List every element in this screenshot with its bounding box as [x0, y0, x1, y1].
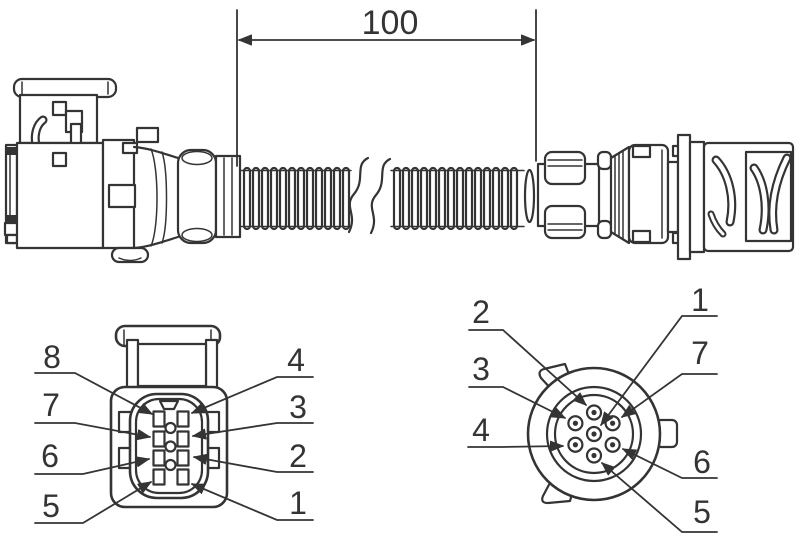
- dimension-label: 100: [362, 4, 419, 42]
- pin-label-5: 5: [693, 494, 711, 530]
- mounting-flange: [676, 133, 692, 261]
- pin-label-7: 7: [691, 335, 709, 371]
- left-connector-side-view: [3, 77, 242, 264]
- break-symbol: [347, 156, 392, 235]
- pin-label-4: 4: [472, 412, 490, 448]
- tube-ribs-right: [392, 166, 519, 231]
- dimension: 100: [236, 4, 537, 167]
- pin-label-4: 4: [287, 342, 305, 378]
- pin-label-3: 3: [289, 389, 307, 425]
- pin-label-1: 1: [691, 282, 709, 318]
- rect-connector-pinout: 8 7 6 5 4 3 2 1: [34, 324, 314, 524]
- pin-label-2: 2: [472, 294, 490, 330]
- right-connector-side-view: [523, 133, 795, 261]
- pin-label-8: 8: [43, 339, 61, 375]
- pin-label-6: 6: [41, 438, 59, 474]
- circular-connector-pinout: 2 3 4 1 7 6 5: [467, 282, 718, 533]
- leader-lines: [467, 315, 718, 533]
- pin-label-7: 7: [42, 387, 60, 423]
- leader-lines: [34, 372, 314, 524]
- pin-label-6: 6: [693, 444, 711, 480]
- pin-label-2: 2: [289, 438, 307, 474]
- pin-slots: [152, 410, 190, 486]
- corrugated-tube: [240, 166, 525, 231]
- pin-label-5: 5: [42, 488, 60, 524]
- pin-label-1: 1: [289, 485, 307, 521]
- tube-ribs-left: [242, 166, 351, 231]
- pin-label-3: 3: [472, 351, 490, 387]
